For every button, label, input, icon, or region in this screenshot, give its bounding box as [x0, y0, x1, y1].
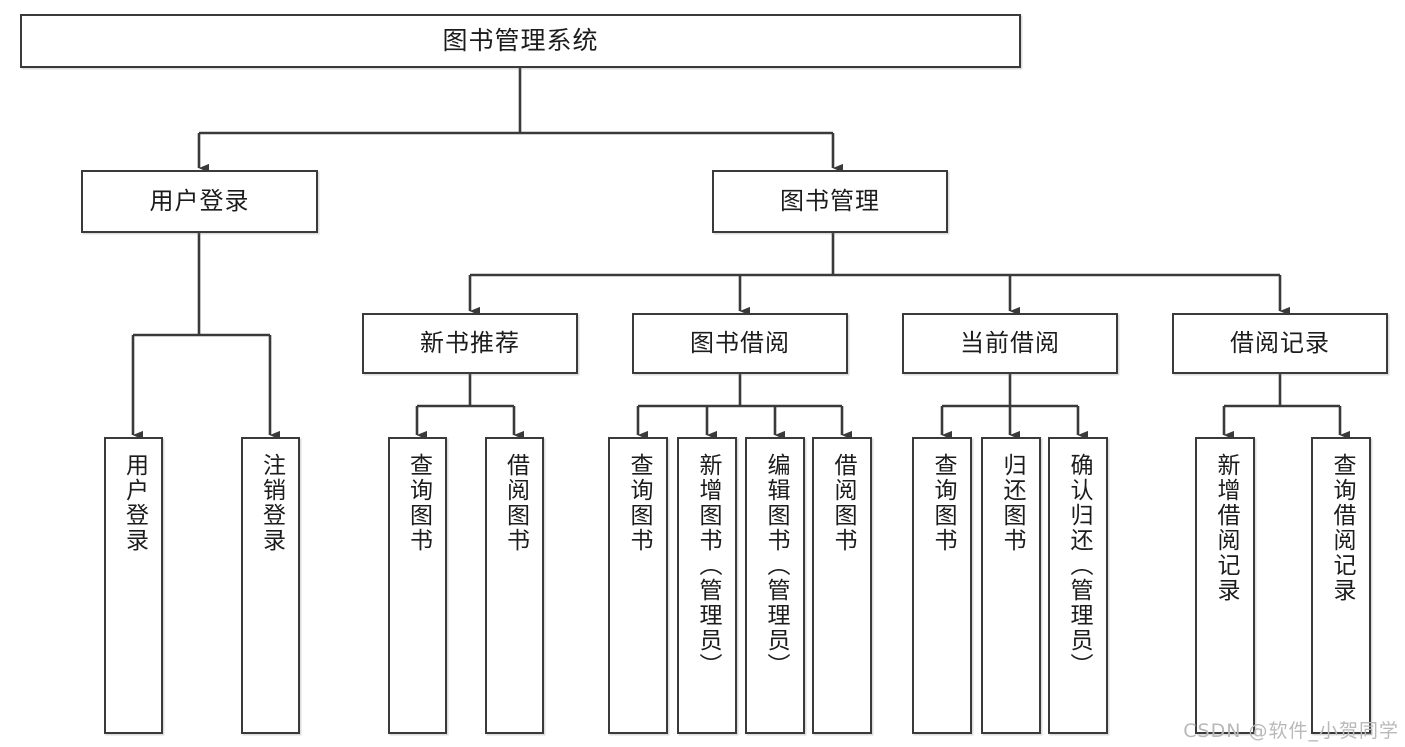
leaf-record-add-record[interactable]: 新增借阅记录 [1195, 437, 1255, 734]
watermark-text: CSDN @软件_小贺同学 [1183, 720, 1399, 742]
node-label: 新增借阅记录 [1212, 453, 1239, 603]
node-label: 当前借阅 [960, 329, 1060, 358]
leaf-borrow-edit-book-admin[interactable]: 编辑图书（管理员） [745, 437, 805, 734]
node-user-login[interactable]: 用户登录 [81, 170, 318, 233]
node-label: 图书管理系统 [442, 26, 599, 55]
leaf-borrow-borrow-book[interactable]: 借阅图书 [812, 437, 872, 734]
node-label: 编辑图书（管理员） [762, 453, 789, 678]
node-label: 借阅图书 [829, 453, 856, 553]
leaf-recommend-query-book[interactable]: 查询图书 [388, 437, 447, 734]
node-label: 查询借阅记录 [1328, 453, 1355, 603]
leaf-borrow-add-book-admin[interactable]: 新增图书（管理员） [677, 437, 737, 734]
node-label: 用户登录 [149, 187, 250, 216]
node-label: 图书管理 [780, 187, 880, 216]
node-label: 确认归还（管理员） [1065, 453, 1092, 678]
leaf-current-query-book[interactable]: 查询图书 [912, 437, 972, 734]
leaf-record-query-record[interactable]: 查询借阅记录 [1311, 437, 1371, 734]
node-new-book-recommend[interactable]: 新书推荐 [362, 313, 578, 374]
node-current-borrow[interactable]: 当前借阅 [902, 313, 1118, 374]
node-label: 查询图书 [625, 453, 652, 553]
leaf-current-return-book[interactable]: 归还图书 [981, 437, 1041, 734]
leaf-user-login-logout[interactable]: 注销登录 [241, 437, 300, 734]
node-label: 新书推荐 [420, 329, 520, 358]
node-label: 注销登录 [258, 453, 285, 553]
node-label: 查询图书 [405, 453, 432, 553]
node-label: 图书借阅 [690, 329, 790, 358]
node-book-management[interactable]: 图书管理 [712, 170, 948, 233]
node-borrow-record[interactable]: 借阅记录 [1172, 313, 1388, 374]
leaf-user-login-login[interactable]: 用户登录 [104, 437, 163, 734]
leaf-recommend-borrow-book[interactable]: 借阅图书 [485, 437, 544, 734]
leaf-current-confirm-return-admin[interactable]: 确认归还（管理员） [1048, 437, 1108, 734]
node-book-borrow[interactable]: 图书借阅 [632, 313, 848, 374]
leaf-borrow-query-book[interactable]: 查询图书 [608, 437, 668, 734]
node-label: 新增图书（管理员） [694, 453, 721, 678]
node-label: 借阅记录 [1230, 329, 1330, 358]
node-label: 查询图书 [929, 453, 956, 553]
node-label: 用户登录 [121, 453, 148, 553]
node-label: 归还图书 [998, 453, 1025, 553]
node-root-system[interactable]: 图书管理系统 [20, 14, 1021, 68]
node-label: 借阅图书 [502, 453, 529, 553]
